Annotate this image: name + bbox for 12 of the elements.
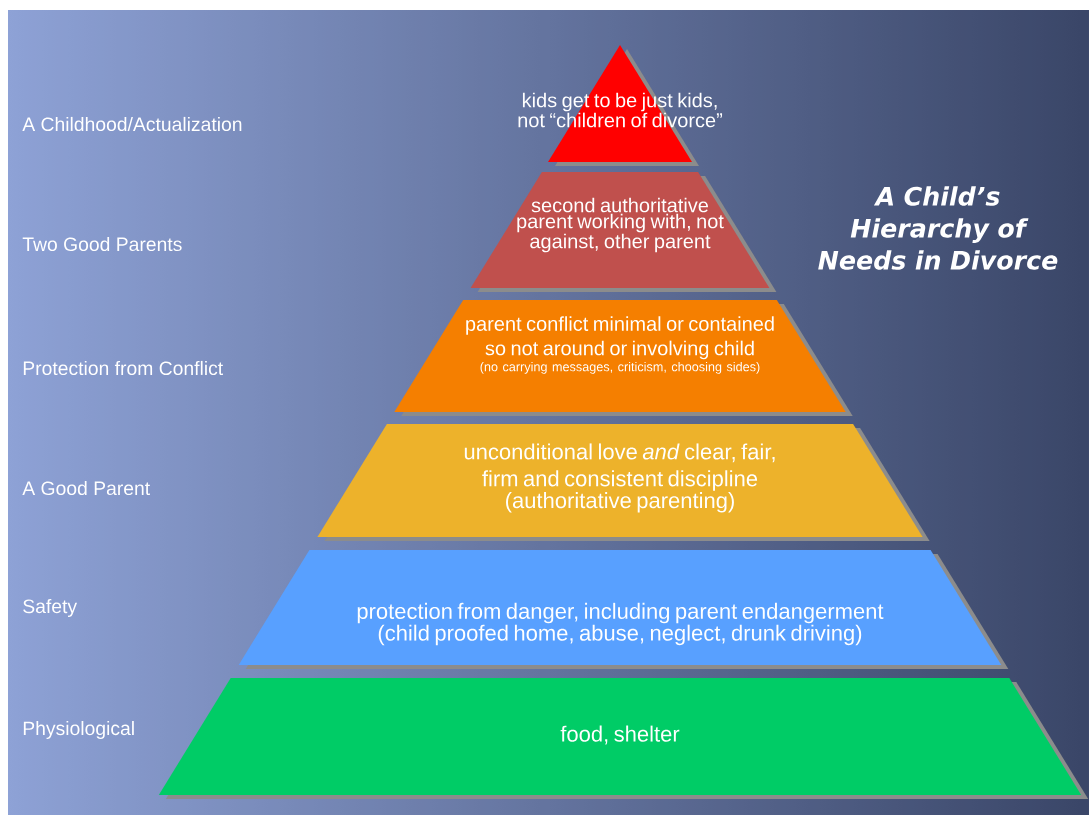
title: A Child’s Hierarchy of Needs in Divorce (818, 186, 1058, 270)
level-label: Safety (23, 599, 78, 617)
level-label: Protection from Conflict (23, 360, 223, 376)
pyramid-level: parent conflict minimal or contained so not around or involving child (no carrying messages, criticism, choosing sides) (394, 300, 853, 416)
pyramid-level: second authoritative parent working with, not against, other parent (470, 172, 777, 292)
pyramid-level: protection from danger, including parent endangerment (child proofed home, abuse, neglect, drunk driving) (238, 550, 1009, 669)
level-label: Physiological (23, 721, 134, 739)
level-label: A Good Parent (22, 480, 150, 496)
level-label: Two Good Parents (22, 236, 182, 252)
level-label: A Childhood/Actualization (22, 116, 242, 132)
pyramid-level: food, shelter (158, 678, 1089, 799)
pyramid-level: unconditional love and clear, fair, firm and consistent discipline (authoritative parenting) (317, 424, 930, 541)
